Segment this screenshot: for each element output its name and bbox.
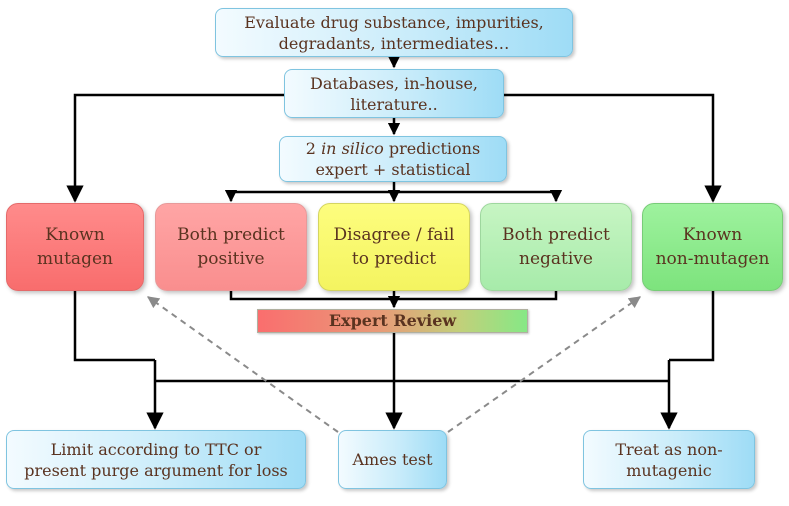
databases-line-2: literature..	[350, 94, 438, 114]
arrow-databases-to-known-mutagen	[66, 93, 284, 203]
predictions-box: 2 in silico predictions expert + statist…	[279, 136, 507, 182]
known-mutagen-line-1: Known	[45, 225, 105, 245]
both-negative-line-1: Both predict	[502, 225, 610, 245]
evaluate-line-2: degradants, intermediates…	[278, 33, 510, 53]
limit-ttc-line-2: present purge argument for loss	[24, 460, 288, 480]
both-negative-line-2: negative	[519, 249, 593, 269]
predictions-line-1: 2 in silico predictions	[306, 138, 480, 159]
arrow-databases-to-known-non-mutagen	[504, 93, 722, 203]
connector-known-mutagen-down	[73, 291, 155, 362]
limit-ttc-box: Limit according to TTC or present purge …	[6, 430, 306, 489]
ames-test-box: Ames test	[338, 430, 447, 489]
treat-non-mutagenic-box: Treat as non- mutagenic	[583, 430, 755, 489]
predictions-line-2: expert + statistical	[315, 160, 471, 179]
both-negative-box: Both predict negative	[480, 203, 632, 291]
disagree-box: Disagree / fail to predict	[318, 203, 470, 291]
treat-non-line-2: mutagenic	[626, 460, 712, 480]
databases-box: Databases, in-house, literature..	[284, 69, 504, 118]
evaluate-line-1: Evaluate drug substance, impurities,	[244, 12, 544, 32]
predictions-prefix: 2	[305, 139, 322, 158]
both-positive-line-2: positive	[197, 249, 265, 269]
limit-ttc-line-1: Limit according to TTC or	[50, 439, 262, 459]
expert-review-bar: Expert Review	[257, 309, 528, 333]
predictions-suffix: predictions	[383, 139, 481, 158]
dashed-arrow-ames-to-positive	[147, 296, 339, 433]
known-non-mutagen-line-1: Known	[682, 225, 743, 245]
known-mutagen-box: Known mutagen	[6, 203, 144, 291]
databases-line-1: Databases, in-house,	[309, 73, 478, 93]
predictions-italic: in silico	[321, 139, 384, 158]
both-positive-line-1: Both predict	[177, 225, 285, 245]
known-non-mutagen-box: Known non-mutagen	[642, 203, 783, 291]
treat-non-line-1: Treat as non-	[615, 439, 723, 459]
evaluate-box: Evaluate drug substance, impurities, deg…	[215, 8, 573, 57]
known-mutagen-line-2: mutagen	[37, 249, 113, 269]
connector-known-non-mutagen-down	[669, 291, 715, 362]
both-positive-box: Both predict positive	[155, 203, 307, 291]
ames-test-label: Ames test	[352, 450, 433, 469]
known-non-mutagen-line-2: non-mutagen	[655, 249, 770, 269]
disagree-line-1: Disagree / fail	[333, 225, 455, 245]
disagree-line-2: to predict	[351, 249, 437, 269]
